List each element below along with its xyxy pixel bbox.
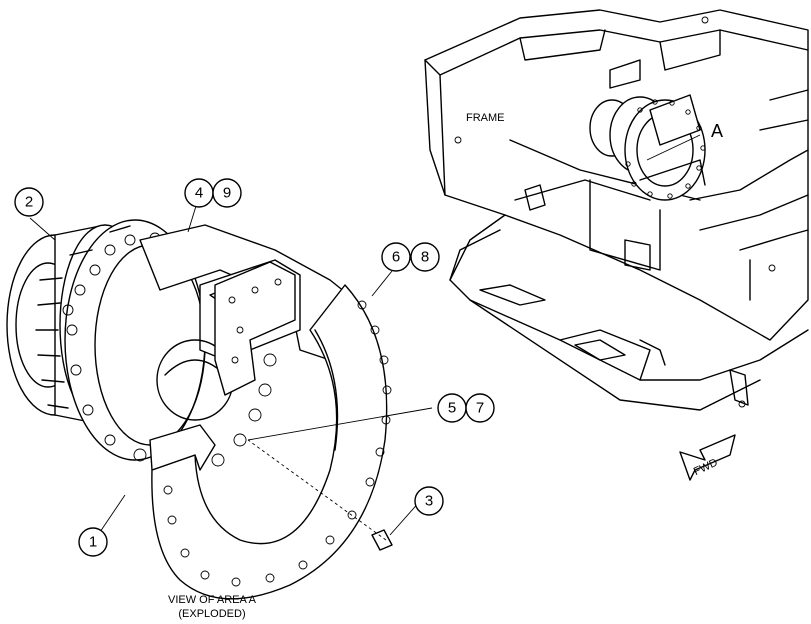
area-a-marker: A [711,121,723,141]
callout-8: 8 [410,242,440,272]
callout-4: 4 [184,178,214,208]
callout-1-number: 1 [89,534,97,551]
callout-3: 3 [414,486,444,516]
callout-7: 7 [465,393,495,423]
callout-3-number: 3 [425,493,433,510]
view-caption-line1: VIEW OF AREA A [168,594,257,606]
exploded-view-drawing [6,219,393,600]
frame-drawing [424,9,809,411]
callout-6: 6 [381,242,411,272]
callout-8-number: 8 [421,249,429,266]
callout-7-number: 7 [476,400,484,417]
callout-1: 1 [78,527,108,557]
callout-9-number: 9 [223,185,231,202]
fwd-arrow-icon [679,434,736,481]
view-caption-line2: (EXPLODED) [178,608,245,620]
callout-2-number: 2 [25,194,33,211]
frame-label: FRAME [466,112,505,124]
callout-4-number: 4 [195,185,203,202]
callout-2: 2 [14,187,44,217]
callout-6-number: 6 [392,249,400,266]
callout-5-number: 5 [448,400,456,417]
callout-9: 9 [212,178,242,208]
callout-5: 5 [437,393,467,423]
